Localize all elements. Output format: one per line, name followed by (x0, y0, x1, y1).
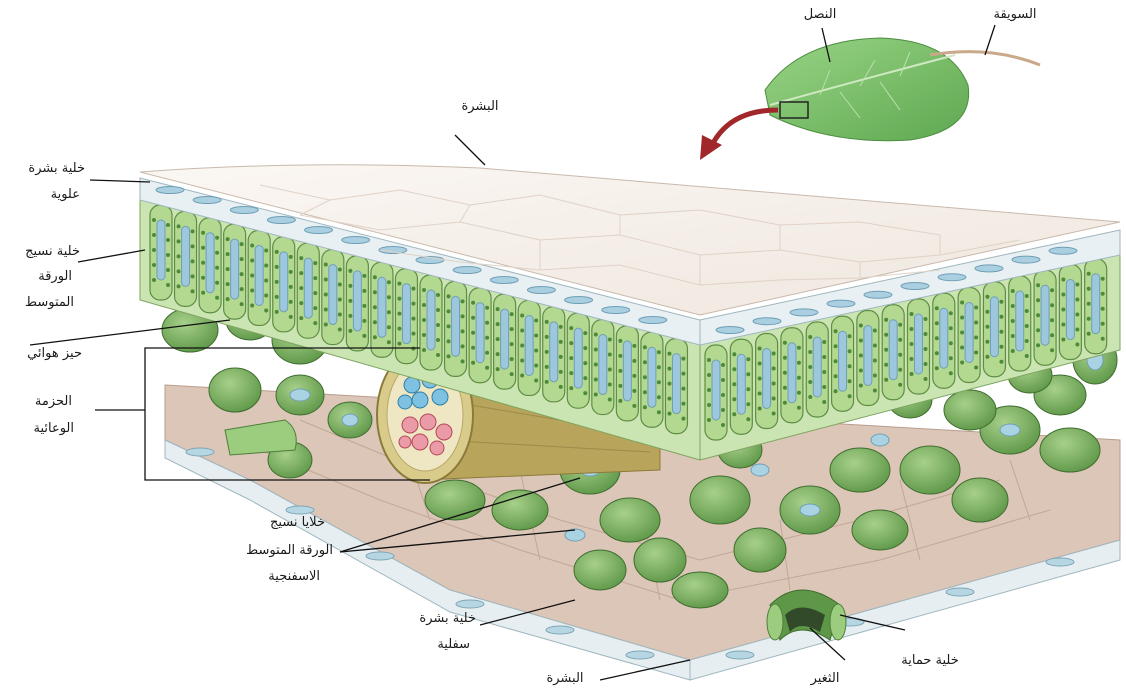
palisade-cell (395, 269, 417, 364)
epidermis-cell (490, 277, 518, 284)
palisade-cell (175, 211, 197, 306)
epidermis-cell (565, 297, 593, 304)
epidermis-cell (827, 300, 855, 307)
palisade-cell (933, 293, 955, 388)
label-spongy-line2: الورقة المتوسط (215, 542, 333, 560)
label-midrib: النصل (785, 6, 855, 24)
palisade-cell (592, 320, 614, 415)
epidermis-cell (938, 274, 966, 281)
palisade-cell (806, 322, 828, 417)
palisade-cell (445, 281, 467, 376)
label-guard-cell: خلية حماية (880, 652, 980, 670)
epidermis-cell (975, 265, 1003, 272)
palisade-cell (248, 230, 270, 325)
palisade-cell (705, 345, 727, 440)
palisade-cell (322, 250, 344, 345)
label-vascular-bundle-line2: الوعائية (0, 420, 74, 438)
palisade-cell (469, 288, 491, 383)
palisade-cell (371, 262, 393, 357)
epidermis-cell (602, 307, 630, 314)
palisade-cell (199, 218, 221, 313)
palisade-cell (958, 288, 980, 383)
epidermis-cell (901, 283, 929, 290)
epidermis-cell (193, 197, 221, 204)
palisade-cell (882, 305, 904, 400)
label-lower-epidermis-cell-line2: سفلية (380, 636, 470, 654)
epidermis-cell (790, 309, 818, 316)
palisade-cell (420, 275, 442, 370)
palisade-cell (494, 294, 516, 389)
epidermis-cell (1012, 256, 1040, 263)
palisade-cell (518, 300, 540, 395)
palisade-cell (857, 311, 879, 406)
palisade-cell (756, 334, 778, 429)
palisade-cell (832, 316, 854, 411)
palisade-cell (273, 237, 295, 332)
palisade-cell (543, 307, 565, 402)
label-vascular-bundle-line1: الحزمة (0, 393, 72, 411)
palisade-cell (983, 282, 1005, 377)
palisade-cell (1085, 259, 1107, 354)
label-spongy-line1: خلايا نسيج (215, 514, 325, 532)
palisade-cell (908, 299, 930, 394)
epidermis-cell (230, 207, 258, 214)
palisade-cell (730, 339, 752, 434)
epidermis-cell (753, 318, 781, 325)
epidermis-cell (1049, 247, 1077, 254)
palisade-cell (616, 326, 638, 421)
palisade-cell (150, 205, 172, 300)
label-spongy-line3: الاسفنجية (215, 568, 320, 586)
epidermis-cell (716, 327, 744, 334)
epidermis-cell (864, 291, 892, 298)
guard-cell-shape (767, 604, 783, 640)
palisade-cell (1059, 265, 1081, 360)
label-petiole: السويقة (975, 6, 1055, 24)
palisade-cell (567, 313, 589, 408)
palisade-cell (346, 256, 368, 351)
epidermis-cell (639, 317, 667, 324)
epidermis-cell (342, 237, 370, 244)
label-upper-epidermis-cell-line2: علوية (0, 186, 80, 204)
label-upper-epidermis-cell-line1: خلية بشرة (0, 160, 85, 178)
label-epidermis-top: البشرة (440, 98, 520, 116)
epidermis-cell (305, 227, 333, 234)
epidermis-cell (156, 187, 184, 194)
zoom-arrow (700, 110, 778, 160)
palisade-cell (781, 328, 803, 423)
palisade-cell (1009, 276, 1031, 371)
palisade-cell (665, 339, 687, 434)
label-air-space: حيز هوائي (0, 345, 82, 363)
palisade-cell (641, 332, 663, 427)
leaf-illustration (765, 38, 1040, 141)
label-palisade-line3: المتوسط (0, 294, 74, 312)
palisade-cell (1034, 270, 1056, 365)
label-palisade-line2: الورقة (0, 268, 72, 286)
epidermis-cell (527, 287, 555, 294)
palisade-cell (297, 243, 319, 338)
label-epidermis-bottom: البشرة (530, 670, 600, 688)
epidermis-cell (267, 217, 295, 224)
palisade-cell (224, 224, 246, 319)
label-palisade-line1: خلية نسيج (0, 243, 80, 261)
epidermis-cell (453, 267, 481, 274)
label-stoma: الثغير (790, 670, 860, 688)
label-lower-epidermis-cell-line1: خلية بشرة (380, 610, 476, 628)
